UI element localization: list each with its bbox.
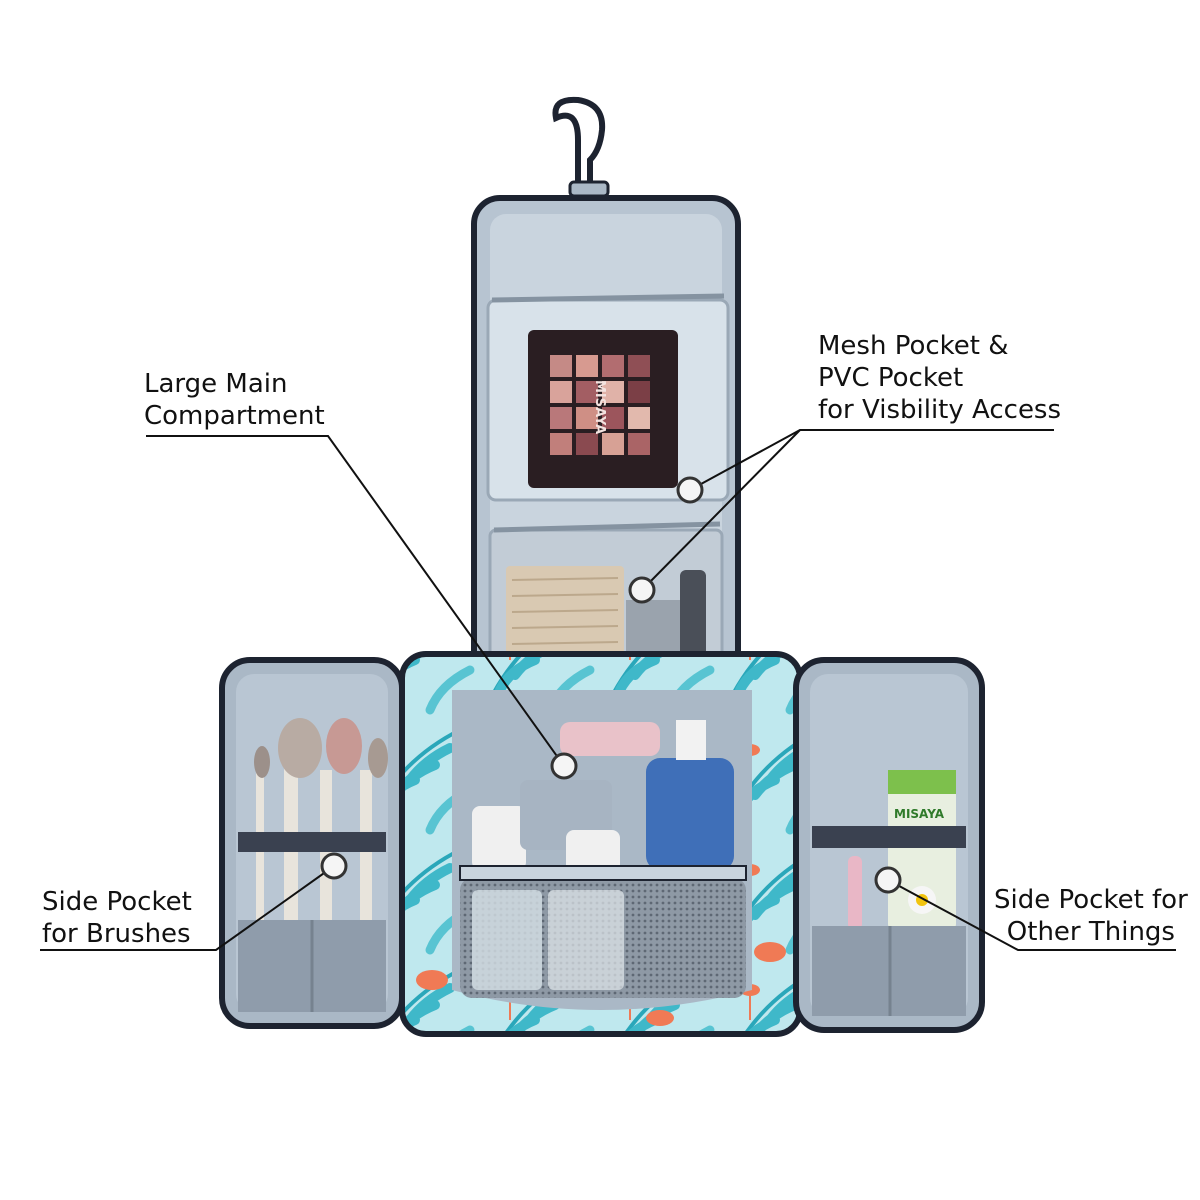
flamingo-print	[416, 942, 786, 1026]
label-mesh-pocket-line2: PVC Pocket	[818, 363, 964, 393]
palette-pans	[550, 355, 650, 455]
palette-brand: MISAYA	[592, 380, 607, 434]
label-mesh-pocket-line1: Mesh Pocket &	[818, 331, 1009, 361]
pink-compact	[560, 722, 660, 756]
pump-bottle-blue	[646, 758, 734, 870]
label-side-other-line2: Other Things	[1006, 917, 1175, 947]
label-side-other: Side Pocket for Other Things	[994, 884, 1188, 948]
label-mesh-pocket-line3: for Visbility Access	[818, 395, 1062, 425]
right-side-pocket[interactable]: MISAYA	[793, 657, 985, 1033]
label-side-brushes: Side Pocket for Brushes	[42, 886, 192, 950]
label-mesh-pocket: Mesh Pocket & PVC Pocket for Visbility A…	[818, 330, 1061, 426]
label-main-compartment-line2: Compartment	[144, 401, 325, 431]
label-side-brushes-line2: for Brushes	[42, 919, 191, 949]
hanger-icon[interactable]	[552, 96, 610, 198]
callout-dot-icon	[320, 476, 902, 894]
tube-brand: MISAYA	[894, 807, 945, 821]
toothbrush	[848, 856, 862, 930]
label-side-other-line1: Side Pocket for	[994, 885, 1188, 915]
main-compartment-body[interactable]	[399, 651, 803, 1037]
top-flap: MISAYA	[471, 195, 741, 691]
left-side-pocket[interactable]	[219, 657, 405, 1029]
cotton-swabs	[506, 566, 624, 666]
label-side-brushes-line1: Side Pocket	[42, 887, 192, 917]
callout-lines	[40, 429, 1176, 951]
label-main-compartment: Large Main Compartment	[144, 368, 325, 432]
label-main-compartment-line1: Large Main	[144, 369, 288, 399]
